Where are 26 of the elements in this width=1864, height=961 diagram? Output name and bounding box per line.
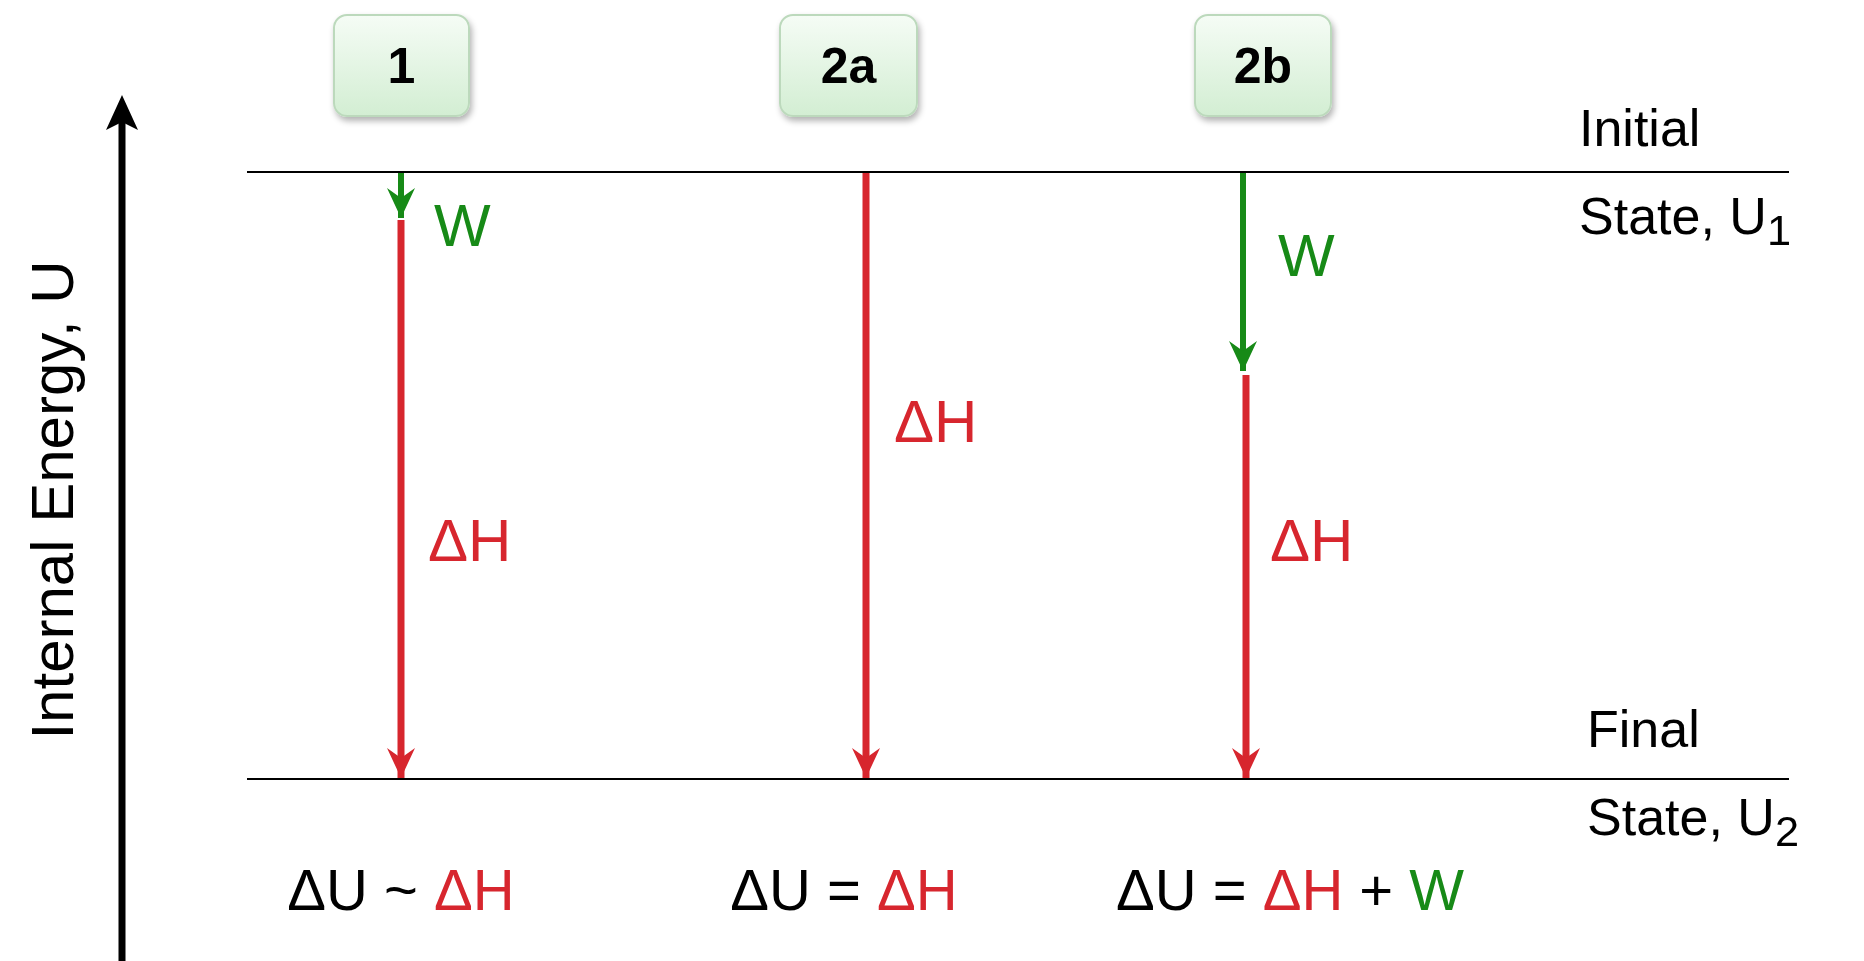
- state-label: Initial State, U$_{1}$: [1579, 98, 1792, 257]
- equation-term: ΔU =: [1116, 855, 1247, 923]
- edge-label: W: [434, 191, 491, 261]
- arrow: [1229, 173, 1257, 371]
- arrow: [387, 173, 415, 218]
- energy-level-line: [247, 778, 1789, 780]
- case-box: [779, 14, 918, 117]
- case-box: [333, 14, 470, 117]
- equation-term: ΔH: [877, 855, 958, 923]
- case-number: 2b: [1233, 36, 1293, 95]
- energy-level-line: [247, 171, 1789, 173]
- case-number: 1: [387, 36, 416, 95]
- edge-label: ΔH: [1270, 506, 1354, 576]
- edge-label: ΔH: [894, 387, 978, 457]
- equation-term: W: [1409, 855, 1464, 923]
- equation-term: ΔU ~: [287, 855, 418, 923]
- equation-term: ΔH: [434, 855, 515, 923]
- axis-label: Internal Energy, U: [18, 259, 87, 742]
- equation-term: ΔU =: [730, 855, 861, 923]
- equation-term: +: [1359, 855, 1394, 923]
- state-label: Final State, U$_{2}$: [1587, 699, 1800, 858]
- case-number: 2a: [820, 36, 877, 95]
- equation-term: ΔH: [1262, 855, 1344, 923]
- case-box: [1194, 14, 1332, 117]
- edge-label: ΔH: [428, 506, 512, 576]
- edge-label: W: [1278, 221, 1335, 291]
